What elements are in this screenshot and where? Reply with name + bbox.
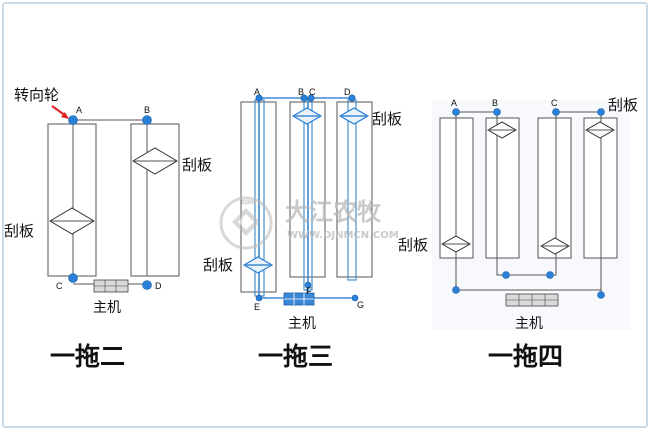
turn-wheel-label: 转向轮	[14, 86, 59, 104]
scraper-top-label: 刮板	[372, 110, 402, 128]
point-C: C	[551, 98, 558, 108]
wheel-B	[493, 108, 501, 116]
main-unit	[93, 279, 129, 293]
wheel-C	[68, 273, 78, 283]
wheel-B	[300, 94, 308, 102]
wheel-G	[351, 294, 359, 302]
diagram-one-drives-two: 转向轮 刮板 刮板 主机 A B C D 一拖二	[4, 86, 212, 371]
watermark: DJNM 大江农牧 WWW.DJNMCN.COM	[219, 196, 399, 250]
watermark-url: WWW.DJNMCN.COM	[287, 230, 399, 241]
point-C: C	[56, 281, 63, 291]
point-E: E	[254, 302, 260, 312]
wheel-E	[255, 294, 263, 302]
watermark-logo-icon	[219, 196, 273, 250]
watermark-brand: 大江农牧	[285, 198, 382, 226]
point-D: D	[155, 281, 162, 291]
point-A: A	[451, 98, 457, 108]
wheel-A	[452, 108, 460, 116]
point-A: A	[254, 87, 260, 97]
point-B: B	[492, 98, 498, 108]
wheel-C	[307, 94, 315, 102]
wheel-bottom-right	[597, 291, 605, 299]
main-unit	[505, 293, 559, 307]
diagram-one-drives-four: A B C 刮板 刮板 主机 一拖四	[398, 96, 638, 371]
main-unit-label: 主机	[288, 316, 316, 332]
point-A: A	[76, 105, 82, 115]
caption-one-drives-four: 一拖四	[488, 342, 563, 371]
scraper-left-label: 刮板	[398, 236, 428, 254]
point-B: B	[144, 105, 150, 115]
point-C: C	[309, 87, 316, 97]
point-B: B	[298, 87, 304, 97]
point-F: F	[306, 286, 312, 296]
wheel-B	[142, 115, 152, 125]
wheel-mid-right	[546, 271, 554, 279]
channel-left	[47, 123, 97, 277]
wheel-mid-left	[502, 271, 510, 279]
channel-right	[130, 123, 180, 277]
watermark-logo-text: DJNM	[241, 200, 256, 206]
channel-2	[485, 117, 520, 259]
caption-one-drives-three: 一拖三	[258, 342, 333, 371]
wheel-A	[255, 94, 263, 102]
scraper-right-label: 刮板	[182, 156, 212, 174]
main-unit-label: 主机	[515, 316, 543, 332]
wheel-D	[348, 94, 356, 102]
wheel-D	[142, 280, 152, 290]
red-arrowhead-icon	[61, 112, 69, 119]
wheel-F	[304, 281, 312, 289]
main-unit	[283, 292, 315, 306]
channel-3	[336, 101, 373, 278]
channel-3	[537, 117, 572, 259]
caption-one-drives-two: 一拖二	[50, 342, 125, 371]
scraper-left-label: 刮板	[203, 256, 233, 274]
wheel-C	[552, 108, 560, 116]
scraper-top-label: 刮板	[608, 96, 638, 114]
diagram-one-drives-three: A B C D E F G 刮板 刮板 主机 一拖三	[203, 87, 402, 371]
point-G: G	[357, 300, 364, 310]
scraper-left-label: 刮板	[4, 222, 34, 240]
wheel-A	[68, 115, 78, 125]
point-D: D	[344, 87, 351, 97]
main-unit-label: 主机	[93, 300, 121, 316]
wheel-bottom-left	[452, 286, 460, 294]
wheel-top-right	[597, 108, 605, 116]
